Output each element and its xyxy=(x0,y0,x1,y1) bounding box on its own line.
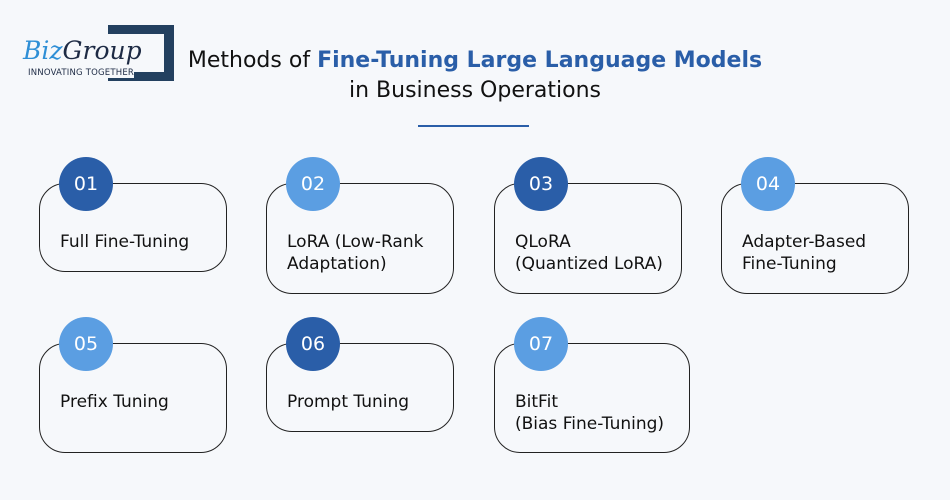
method-label: Full Fine-Tuning xyxy=(60,232,190,252)
title-divider xyxy=(418,125,529,127)
method-number-badge: 02 xyxy=(286,157,340,211)
bizgroup-logo: BizGroup INNOVATING TOGETHER xyxy=(20,22,174,82)
method-label: BitFit (Bias Fine-Tuning) xyxy=(515,392,665,434)
method-number-badge: 04 xyxy=(741,157,795,211)
method-card: QLoRA (Quantized LoRA) xyxy=(494,183,682,294)
method-label: Prefix Tuning xyxy=(60,392,169,412)
method-label: QLoRA (Quantized LoRA) xyxy=(515,232,663,274)
method-card: Prompt Tuning xyxy=(266,343,454,432)
method-card: Adapter-Based Fine-Tuning xyxy=(721,183,909,294)
method-label: LoRA (Low-Rank Adaptation) xyxy=(287,232,424,274)
logo-tagline: INNOVATING TOGETHER xyxy=(28,68,135,78)
method-card: BitFit (Bias Fine-Tuning) xyxy=(494,343,690,453)
method-card: Full Fine-Tuning xyxy=(39,183,227,272)
method-number-badge: 01 xyxy=(59,157,113,211)
method-number-badge: 07 xyxy=(514,317,568,371)
method-number-badge: 06 xyxy=(286,317,340,371)
method-label: Adapter-Based Fine-Tuning xyxy=(742,232,867,274)
method-card: LoRA (Low-Rank Adaptation) xyxy=(266,183,454,294)
method-number-badge: 03 xyxy=(514,157,568,211)
method-card: Prefix Tuning xyxy=(39,343,227,453)
method-number-badge: 05 xyxy=(59,317,113,371)
logo-name: BizGroup xyxy=(23,36,142,65)
method-label: Prompt Tuning xyxy=(287,392,410,412)
page-title: Methods of Fine-Tuning Large Language Mo… xyxy=(187,48,763,103)
